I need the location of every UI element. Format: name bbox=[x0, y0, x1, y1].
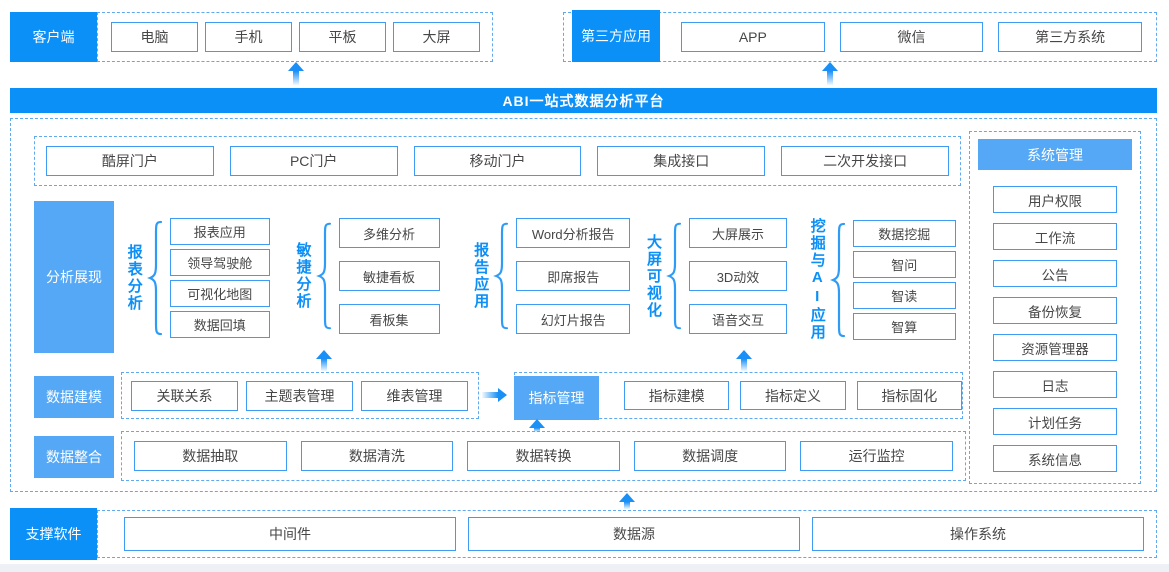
diagram-node: 系统信息 bbox=[993, 445, 1117, 472]
diagram-node: APP bbox=[681, 22, 825, 52]
brace-icon bbox=[317, 222, 331, 330]
diagram-node: 数据转换 bbox=[467, 441, 620, 471]
group-name: 敏捷分析 bbox=[294, 242, 312, 310]
diagram-node: 中间件 bbox=[124, 517, 456, 551]
diagram-node: 计划任务 bbox=[993, 408, 1117, 435]
arrow-up-icon bbox=[822, 62, 838, 85]
brace-icon bbox=[495, 222, 509, 330]
diagram-node: 智问 bbox=[852, 250, 956, 278]
diagram-node: 数据清洗 bbox=[300, 441, 454, 471]
diagram-node: 平板 bbox=[299, 22, 386, 52]
group-name: 大屏可视化 bbox=[645, 233, 662, 319]
diagram-node: 多维分析 bbox=[338, 218, 440, 248]
diagram-node: 智读 bbox=[852, 281, 956, 309]
client-group: 电脑 手机 平板 大屏 bbox=[97, 12, 493, 62]
arrow-up-icon bbox=[288, 62, 304, 85]
diagram-node: 公告 bbox=[993, 260, 1117, 287]
diagram-node: 关联关系 bbox=[131, 380, 238, 411]
diagram-node: 语音交互 bbox=[689, 304, 787, 334]
portal-row: 酷屏门户 PC门户 移动门户 集成接口 二次开发接口 bbox=[34, 136, 961, 186]
group-name: 报表分析 bbox=[125, 244, 143, 312]
diagram-node: 数据回填 bbox=[169, 311, 270, 338]
diagram-node: 领导驾驶舱 bbox=[169, 249, 270, 276]
group-name: 挖掘与AI应用 bbox=[808, 218, 826, 341]
arrow-up-icon bbox=[529, 419, 545, 432]
brace-icon bbox=[148, 220, 162, 336]
diagram-node: 第三方系统 bbox=[998, 22, 1143, 52]
diagram-node: 集成接口 bbox=[597, 146, 766, 176]
diagram-node: 数据调度 bbox=[633, 441, 787, 471]
diagram-node: 酷屏门户 bbox=[46, 146, 214, 176]
diagram-node: 日志 bbox=[993, 371, 1117, 398]
diagram-node: 智算 bbox=[852, 312, 956, 340]
diagram-node: 手机 bbox=[205, 22, 292, 52]
diagram-node: 主题表管理 bbox=[246, 380, 353, 411]
modeling-left-group: 关联关系 主题表管理 维表管理 bbox=[121, 372, 479, 419]
diagram-node: 运行监控 bbox=[800, 441, 953, 471]
page-bottom-strip bbox=[0, 564, 1169, 572]
diagram-node: 大屏 bbox=[393, 22, 480, 52]
third-party-label: 第三方应用 bbox=[572, 10, 660, 62]
analysis-group-reporting: 报告应用 Word分析报告 即席报告 幻灯片报告 bbox=[472, 218, 631, 334]
metric-group: 指标管理 指标建模 指标定义 指标固化 bbox=[514, 372, 963, 420]
analysis-group-bigscreen: 大屏可视化 大屏展示 3D动效 语音交互 bbox=[645, 218, 787, 334]
diagram-node: 大屏展示 bbox=[689, 218, 787, 248]
metric-management-node: 指标管理 bbox=[514, 376, 599, 420]
diagram-node: Word分析报告 bbox=[516, 218, 631, 248]
diagram-node: 数据源 bbox=[468, 517, 800, 551]
diagram-node: 移动门户 bbox=[413, 146, 582, 176]
platform-title-banner: ABI一站式数据分析平台 bbox=[10, 88, 1157, 113]
arrow-right-icon bbox=[482, 388, 507, 402]
brace-icon bbox=[667, 222, 682, 330]
diagram-node: 3D动效 bbox=[689, 261, 787, 291]
support-software-label: 支撑软件 bbox=[10, 508, 97, 560]
analysis-section: 分析展现 报表分析 报表应用 领导驾驶舱 可视化地图 数据回填 敏捷分析 多维分… bbox=[34, 201, 961, 358]
brace-icon bbox=[831, 222, 845, 337]
analysis-group-mining-ai: 挖掘与AI应用 数据挖掘 智问 智读 智算 bbox=[809, 218, 956, 341]
diagram-node: 指标定义 bbox=[740, 381, 846, 410]
group-name: 报告应用 bbox=[472, 242, 490, 310]
diagram-node: PC门户 bbox=[229, 146, 398, 176]
diagram-node: 可视化地图 bbox=[169, 280, 270, 307]
diagram-node: 用户权限 bbox=[993, 186, 1117, 213]
diagram-node: 数据挖掘 bbox=[852, 219, 956, 247]
diagram-node: 报表应用 bbox=[169, 218, 270, 245]
analysis-section-label: 分析展现 bbox=[34, 201, 114, 353]
modeling-section-label: 数据建模 bbox=[34, 376, 114, 418]
system-management-column: 系统管理 用户权限 工作流 公告 备份恢复 资源管理器 日志 计划任务 系统信息 bbox=[969, 131, 1141, 484]
analysis-group-agile: 敏捷分析 多维分析 敏捷看板 看板集 bbox=[295, 218, 440, 334]
diagram-node: 资源管理器 bbox=[993, 334, 1117, 361]
diagram-node: 即席报告 bbox=[516, 261, 631, 291]
diagram-node: 操作系统 bbox=[812, 517, 1144, 551]
diagram-node: 数据抽取 bbox=[134, 441, 287, 471]
support-group: 中间件 数据源 操作系统 bbox=[97, 510, 1157, 558]
diagram-node: 敏捷看板 bbox=[338, 261, 440, 291]
diagram-node: 指标建模 bbox=[624, 381, 730, 410]
arrow-up-icon bbox=[736, 350, 752, 371]
integration-group: 数据抽取 数据清洗 数据转换 数据调度 运行监控 bbox=[121, 431, 966, 481]
integration-section-label: 数据整合 bbox=[34, 436, 114, 478]
diagram-node: 工作流 bbox=[993, 223, 1117, 250]
arrow-up-icon bbox=[316, 350, 332, 371]
diagram-node: 二次开发接口 bbox=[781, 146, 949, 176]
platform-container: 酷屏门户 PC门户 移动门户 集成接口 二次开发接口 分析展现 报表分析 报表应… bbox=[10, 118, 1157, 492]
diagram-node: 维表管理 bbox=[361, 380, 468, 411]
diagram-node: 微信 bbox=[839, 22, 984, 52]
client-side-label: 客户端 bbox=[10, 12, 97, 62]
diagram-node: 幻灯片报告 bbox=[516, 304, 631, 334]
arrow-up-icon bbox=[619, 493, 635, 509]
diagram-node: 看板集 bbox=[338, 304, 440, 334]
analysis-group-report: 报表分析 报表应用 领导驾驶舱 可视化地图 数据回填 bbox=[126, 218, 270, 338]
system-management-header: 系统管理 bbox=[978, 139, 1132, 170]
diagram-node: 指标固化 bbox=[856, 381, 962, 410]
diagram-node: 电脑 bbox=[111, 22, 198, 52]
diagram-node: 备份恢复 bbox=[993, 297, 1117, 324]
third-party-group: APP 微信 第三方系统 bbox=[563, 12, 1157, 62]
